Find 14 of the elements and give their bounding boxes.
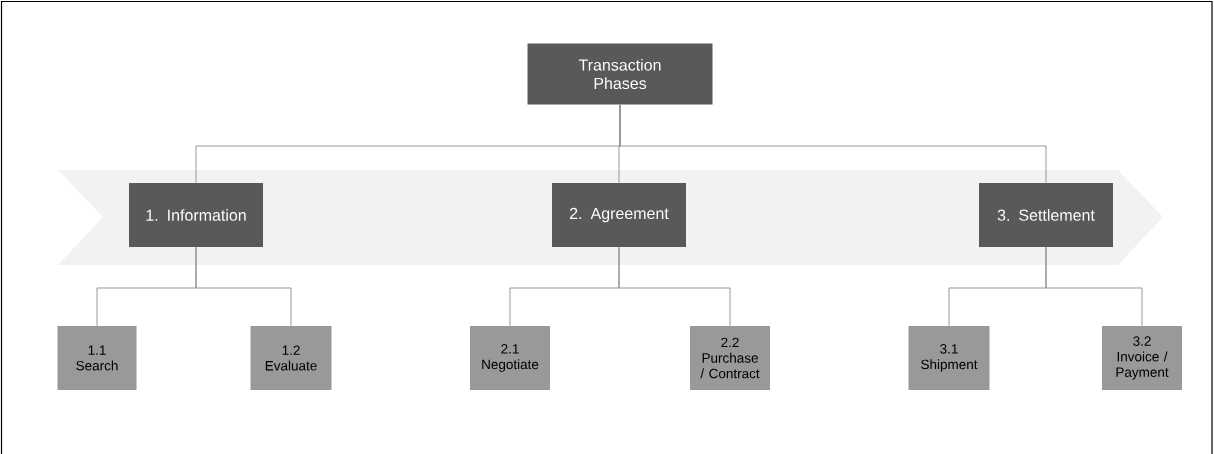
step-box: 1.2 Evaluate [250,326,332,390]
step-box: 3.2 Invoice / Payment [1102,326,1182,390]
connector [195,246,292,327]
step-box: 2.2 Purchase / Contract [690,326,770,390]
connector [619,104,1047,184]
connector [1045,246,1143,327]
connector [618,246,731,327]
step-box: 1.1 Search [57,326,137,390]
root-box: Transaction Phases [527,43,713,105]
phase-box: 2. Agreement [552,183,686,247]
step-box: 3.1 Shipment [908,326,990,390]
step-box: 2.1 Negotiate [470,326,550,390]
phase-box: 3. Settlement [979,183,1113,247]
phase-box: 1. Information [129,183,263,247]
